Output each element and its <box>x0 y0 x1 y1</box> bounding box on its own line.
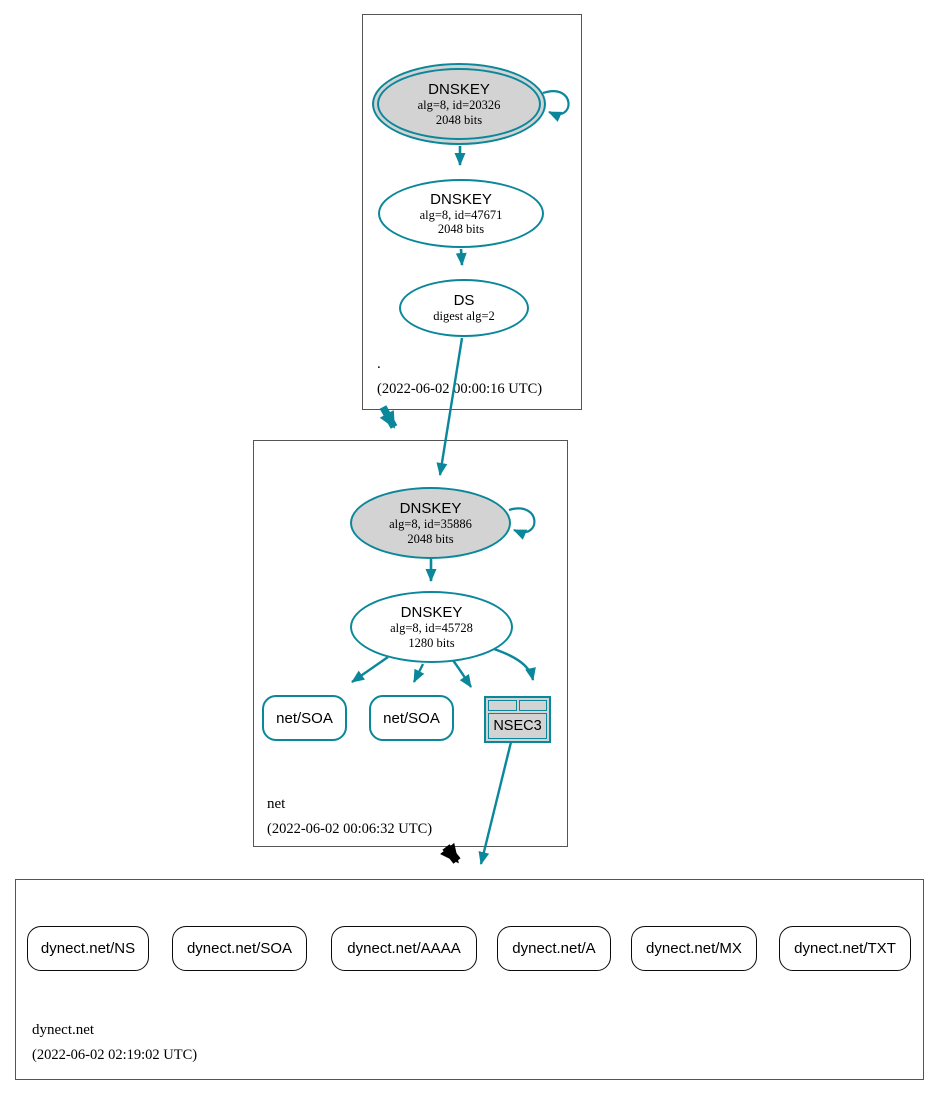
zone-box-net <box>253 440 568 847</box>
node-net-soa-1[interactable]: net/SOA <box>262 695 347 741</box>
node-detail: 2048 bits <box>437 222 485 237</box>
node-detail: 2048 bits <box>407 531 454 546</box>
zone-label-net: net <box>267 796 286 812</box>
node-detail: digest alg=2 <box>433 309 495 324</box>
node-dynect-a[interactable]: dynect.net/A <box>497 926 611 971</box>
rrset-label: dynect.net/A <box>512 940 596 957</box>
node-title: DNSKEY <box>399 500 462 517</box>
zone-box-root <box>362 14 582 410</box>
node-dynect-mx[interactable]: dynect.net/MX <box>631 926 757 971</box>
node-detail: alg=8, id=20326 <box>417 98 501 113</box>
rrset-label: net/SOA <box>383 709 440 727</box>
node-detail: alg=8, id=45728 <box>390 621 473 636</box>
ksk-double-ring: DNSKEY alg=8, id=20326 2048 bits <box>377 68 541 140</box>
nsec3-header-cell <box>518 700 547 711</box>
node-dynect-soa[interactable]: dynect.net/SOA <box>172 926 307 971</box>
nsec3-header-row <box>488 700 547 711</box>
rrset-label: net/SOA <box>276 709 333 727</box>
node-detail: 2048 bits <box>435 112 483 127</box>
node-title: DNSKEY <box>430 190 492 208</box>
node-dynect-ns[interactable]: dynect.net/NS <box>27 926 149 971</box>
node-title: DNSKEY <box>400 604 463 621</box>
zone-timestamp-dynect: (2022-06-02 02:19:02 UTC) <box>32 1047 198 1063</box>
zone-box-dynect <box>15 879 924 1080</box>
node-dynect-aaaa[interactable]: dynect.net/AAAA <box>331 926 477 971</box>
node-root-zsk-dnskey-47671[interactable]: DNSKEY alg=8, id=47671 2048 bits <box>378 179 544 248</box>
node-title: DNSKEY <box>428 81 490 98</box>
nsec3-header-cell <box>488 700 517 711</box>
zone-label-root: . <box>377 356 381 372</box>
node-root-ksk-dnskey-20326[interactable]: DNSKEY alg=8, id=20326 2048 bits <box>372 63 546 145</box>
node-net-ksk-dnskey-35886[interactable]: DNSKEY alg=8, id=35886 2048 bits <box>350 487 511 559</box>
node-title: DS <box>453 292 475 310</box>
node-net-zsk-dnskey-45728[interactable]: DNSKEY alg=8, id=45728 1280 bits <box>350 591 513 663</box>
node-dynect-txt[interactable]: dynect.net/TXT <box>779 926 911 971</box>
rrset-label: dynect.net/AAAA <box>347 940 461 957</box>
rrset-label: dynect.net/NS <box>40 940 136 957</box>
node-detail: alg=8, id=47671 <box>419 207 503 222</box>
node-detail: 1280 bits <box>408 635 455 650</box>
node-detail: alg=8, id=35886 <box>389 517 472 532</box>
edge-root-to-net-delegation <box>379 405 398 429</box>
zone-timestamp-root: (2022-06-02 00:00:16 UTC) <box>377 381 543 397</box>
edge-net-to-dynect-delegation <box>440 842 461 864</box>
rrset-label: dynect.net/MX <box>646 940 742 957</box>
zone-timestamp-net: (2022-06-02 00:06:32 UTC) <box>267 821 433 837</box>
node-root-ds[interactable]: DS digest alg=2 <box>399 279 529 337</box>
node-net-nsec3[interactable]: NSEC3 <box>484 696 551 743</box>
rrset-label: dynect.net/SOA <box>186 940 293 957</box>
node-net-soa-2[interactable]: net/SOA <box>369 695 454 741</box>
zone-label-dynect: dynect.net <box>32 1022 95 1038</box>
rrset-label: dynect.net/TXT <box>794 940 896 957</box>
nsec3-label: NSEC3 <box>488 713 547 739</box>
